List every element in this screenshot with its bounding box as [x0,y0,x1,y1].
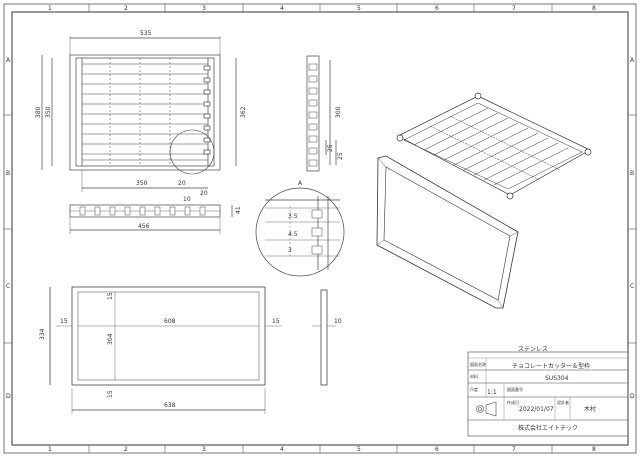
isometric-cutter [396,92,592,200]
row-label-c-r: C [630,283,634,290]
col-label-4: 4 [280,5,284,12]
projection-symbol-icon [476,401,497,417]
title-block [467,351,629,437]
col-label-8b: 8 [592,446,596,453]
scale-label: 尺度 [470,386,478,392]
dim-side-25b: 25 [337,152,344,160]
dim-front-456: 456 [138,223,150,230]
material-label: 材料 [470,373,478,379]
dim-right-362: 362 [240,106,247,118]
detail-a-label: A [298,180,303,187]
col-label-8: 8 [592,5,596,12]
col-label-4b: 4 [280,446,284,453]
col-label-3: 3 [202,5,206,12]
dim-frame-15-right: 15 [272,318,280,325]
side-view [306,55,337,172]
dim-detail-a: 3.5 [288,213,298,220]
dim-front-10: 10 [183,196,191,203]
row-label-a-r: A [630,57,635,64]
col-label-1b: 1 [48,446,52,453]
col-label-5: 5 [357,5,361,12]
dim-detail-b: 4.5 [288,231,298,238]
col-label-6b: 6 [435,446,439,453]
isometric-frame [376,155,519,309]
date-label: 作成日 [507,399,519,405]
dim-bottom-20a: 20 [178,180,186,187]
dim-frame-15-left: 15 [60,318,68,325]
material-value: SUS304 [545,375,569,382]
date-value: 2022/01/07 [519,406,554,413]
dim-frame-304: 304 [107,333,114,345]
dim-bottom-350: 350 [136,180,148,187]
row-label-d: D [6,393,11,400]
dim-bottom-20b: 20 [200,190,208,197]
front-view [69,204,233,234]
col-label-6: 6 [435,5,439,12]
col-label-3b: 3 [202,446,206,453]
col-label-7: 7 [512,5,516,12]
detail-a [255,187,345,277]
material-note: ステンレス [518,346,548,353]
dim-frame-608: 608 [164,318,176,325]
dim-front-41: 41 [235,206,242,214]
dim-frame-10: 10 [334,318,342,325]
col-label-2: 2 [124,5,128,12]
grid-ticks [4,4,636,453]
dim-frame-15-top: 15 [107,292,114,300]
dim-left-380: 380 [35,106,42,118]
dim-frame-15-bottom: 15 [107,390,114,398]
row-label-b-r: B [630,170,634,177]
col-label-5b: 5 [357,446,361,453]
row-label-b: B [6,170,10,177]
drawing-number-label: 図面番号 [507,386,523,392]
col-label-2b: 2 [124,446,128,453]
dim-frame-334: 334 [39,328,46,340]
dim-frame-638: 638 [164,402,176,409]
col-label-1: 1 [48,5,52,12]
row-label-d-r: D [630,393,635,400]
designer-label: 設計者 [557,399,569,405]
top-view [41,36,237,192]
dim-side-300: 300 [335,106,342,118]
row-label-a: A [6,57,11,64]
dim-side-25a: 25 [327,144,334,152]
designer-value: 木村 [584,405,596,413]
frame-plan [49,286,336,414]
dim-detail-c: 3 [288,247,292,254]
company-name: 株式会社エイトテック [518,424,578,432]
row-label-c: C [6,283,10,290]
name-label: 図面名称 [470,361,486,367]
dim-top-535: 535 [140,30,152,37]
drawing-name: チョコレートカッター＆型枠 [512,362,590,370]
dim-left-350: 350 [45,106,52,118]
scale-value: 1:1 [487,389,497,396]
col-label-7b: 7 [512,446,516,453]
